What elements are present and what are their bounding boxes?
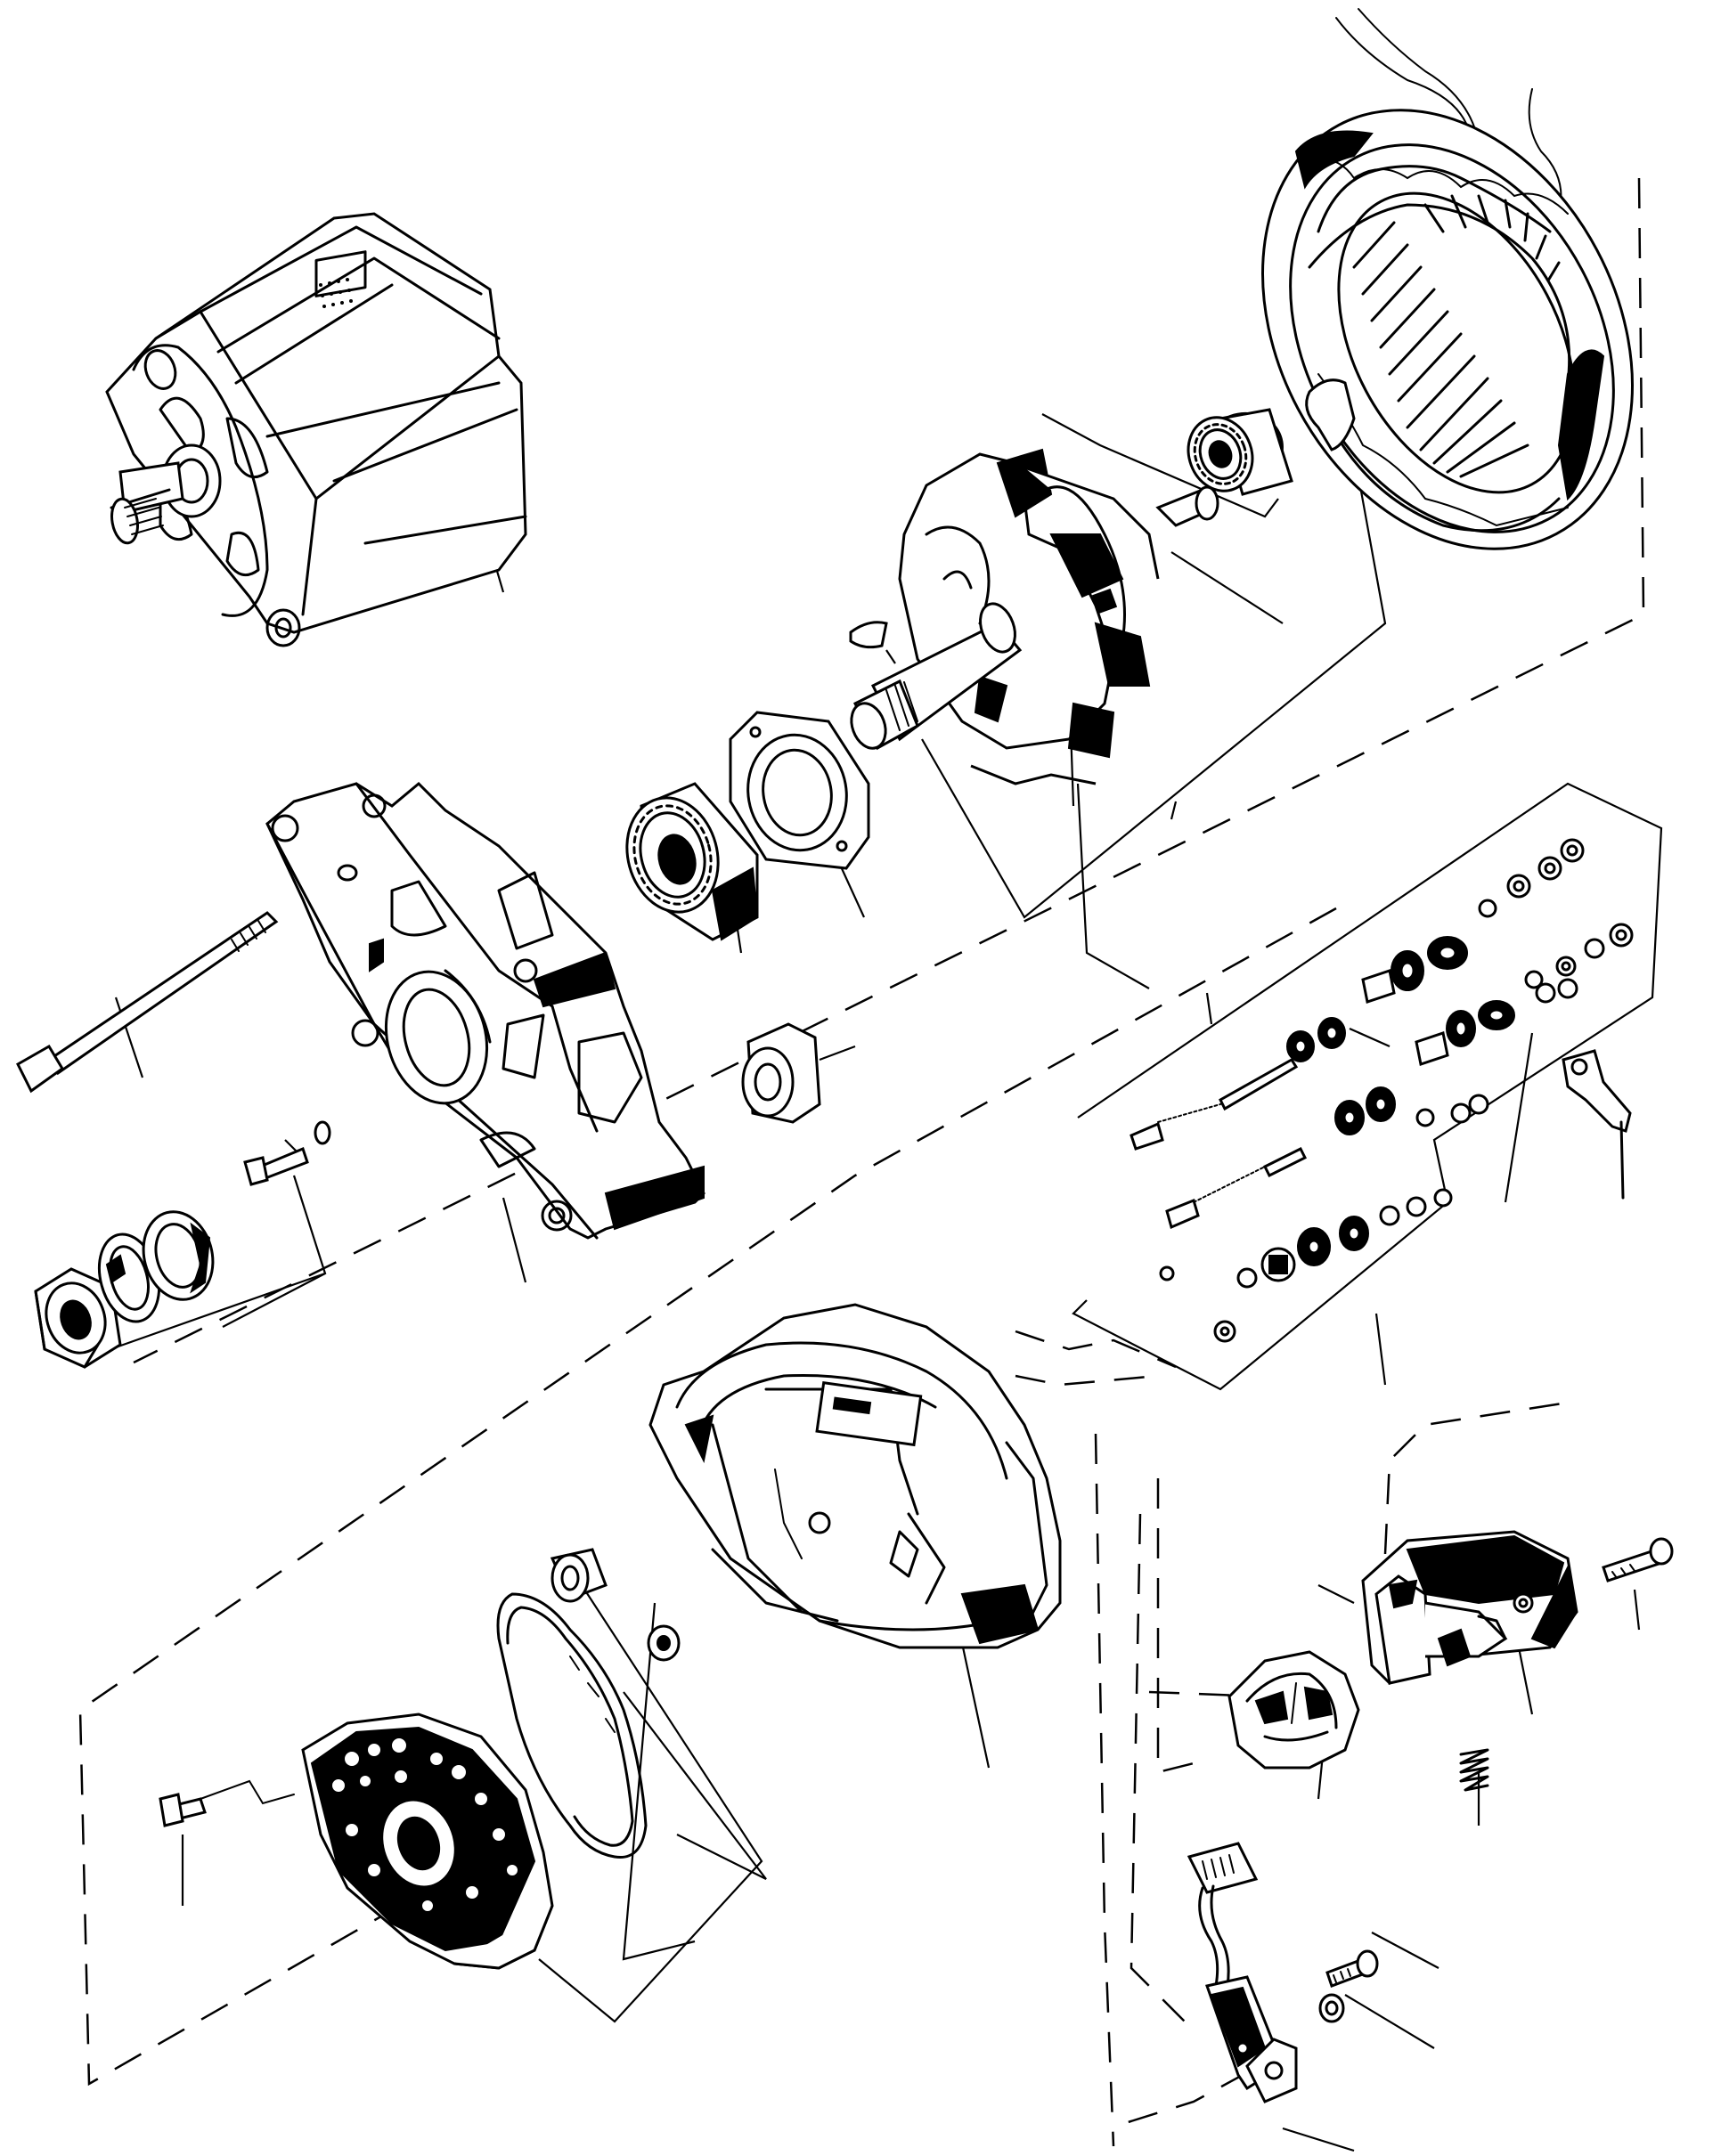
grommet-icon	[647, 1624, 681, 1662]
rectifier-plate-icon	[301, 1713, 554, 1970]
brush-holder-icon	[1227, 1650, 1360, 1770]
rectifier-seal-icon	[496, 1592, 648, 1859]
woodruff-key-icon	[849, 621, 888, 649]
spacer-sleeve-icon	[741, 1022, 821, 1124]
through-bolt-icon	[16, 911, 279, 1094]
bearing-retainer-shim-icon	[1305, 378, 1356, 452]
rotor-bearing-icon	[1187, 408, 1293, 496]
spacer-ring-icon	[142, 1210, 215, 1301]
rectifier-screw-icon	[159, 1779, 295, 1827]
bushing-icon	[550, 1548, 608, 1603]
leader-lines	[97, 413, 1641, 2152]
suppressor-capacitor-icon	[1187, 1842, 1298, 2103]
capacitor-washer-icon	[1318, 1993, 1345, 2023]
voltage-regulator-icon	[1361, 1530, 1578, 1685]
drive-end-housing-icon	[265, 781, 705, 1240]
terminal-hardware-kit-icon	[1072, 782, 1663, 1391]
regulator-screw-icon	[1602, 1537, 1674, 1582]
brush-spring-icon	[1459, 1748, 1489, 1792]
stator-winding-icon	[1261, 8, 1634, 550]
pulley-nut-icon	[34, 1267, 122, 1369]
hex-screw-icon	[243, 1120, 331, 1186]
connector-terminal-icon	[1562, 1049, 1632, 1200]
alternator-assembly-icon	[105, 212, 527, 647]
rotor-claw-pole-icon	[850, 448, 1219, 785]
slip-ring-end-housing-icon	[648, 1303, 1062, 1649]
capacitor-screw-icon	[1325, 1949, 1379, 1988]
bearing-cover-plate-icon	[729, 711, 870, 870]
front-ball-bearing-icon	[625, 782, 759, 941]
